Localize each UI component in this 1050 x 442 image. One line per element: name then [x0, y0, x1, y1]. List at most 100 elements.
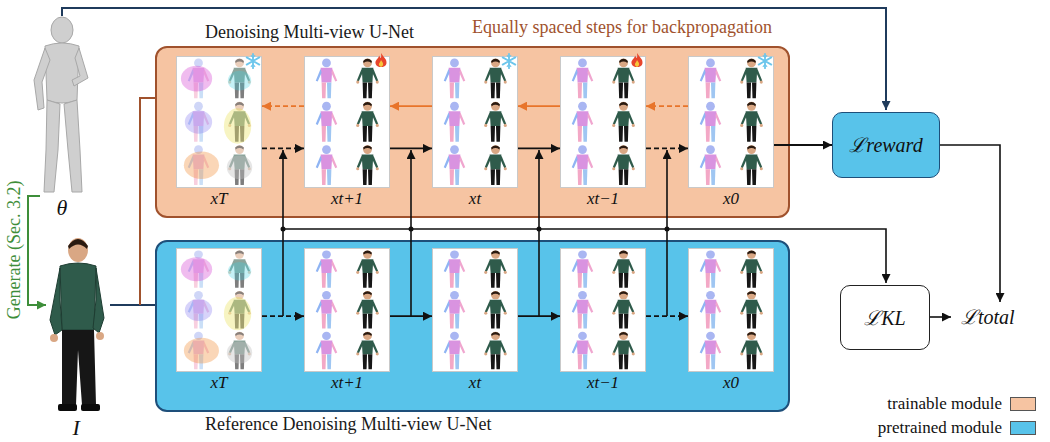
- junction-dot: [281, 227, 286, 232]
- person-pants: [62, 330, 96, 405]
- step-label: xT: [177, 373, 261, 392]
- symbol-label: I: [73, 415, 80, 440]
- person-arm: [50, 268, 62, 335]
- loss-total: ℒtotal: [961, 306, 1015, 328]
- step-image: [433, 249, 517, 371]
- person-arm: [93, 268, 104, 333]
- legend-row: pretrained module: [878, 418, 1036, 438]
- step-label: xt+1: [305, 189, 389, 208]
- total-wire: [930, 316, 951, 318]
- frozen-icon: [247, 54, 260, 68]
- figure-arm: [34, 48, 50, 110]
- denoise-arrow: [646, 315, 688, 317]
- shared-step-wire: [282, 150, 284, 316]
- loss-label: ℒreward: [849, 133, 922, 157]
- legend-text: trainable module: [887, 394, 1002, 414]
- shared-step-wire: [410, 150, 412, 316]
- step-image: [689, 249, 773, 371]
- denoise-arrow: [518, 147, 560, 149]
- legend-swatch: [1010, 421, 1036, 435]
- person-hand: [50, 334, 58, 342]
- denoise-arrow: [390, 147, 432, 149]
- frozen-icon: [503, 54, 516, 68]
- step-label: xt: [433, 373, 517, 392]
- label-holder: I: [73, 416, 80, 440]
- total-wire: [940, 145, 1000, 302]
- backprop-arrow: [646, 105, 688, 107]
- panel-title: Denoising Multi-view U-Net: [205, 22, 414, 42]
- input-wire: [140, 98, 155, 305]
- person-hand: [96, 332, 104, 340]
- step-image: [177, 57, 261, 187]
- legend-text: pretrained module: [878, 418, 1002, 438]
- pose-figure: [34, 17, 88, 192]
- junction-dots: [281, 227, 670, 232]
- junction-dot: [409, 227, 414, 232]
- status-icons: [247, 53, 772, 68]
- panel-title: Reference Denoising Multi-view U-Net: [205, 414, 491, 434]
- shared-step-wire: [538, 150, 540, 316]
- step-image: [305, 249, 389, 371]
- denoise-arrow: [646, 147, 688, 149]
- step-image: [689, 57, 773, 187]
- step-images: [177, 57, 773, 371]
- kl-collect-wire: [283, 229, 886, 283]
- person-shoe: [58, 404, 77, 411]
- denoise-arrow: [262, 147, 304, 149]
- person-head: [68, 238, 88, 262]
- loss-box: ℒreward: [832, 112, 940, 178]
- input-wire: [110, 304, 155, 306]
- figure-head: [51, 17, 73, 43]
- step-label: xt−1: [561, 189, 645, 208]
- backprop-arrow: [390, 105, 432, 107]
- step-image: [433, 57, 517, 187]
- denoise-arrow: [390, 315, 432, 317]
- step-image: [305, 57, 389, 187]
- step-label: x0: [689, 189, 773, 208]
- label-holder: Equally spaced steps for backpropagation: [472, 18, 772, 38]
- step-label: xT: [177, 189, 261, 208]
- step-image: [177, 249, 261, 371]
- step-image: [561, 57, 645, 187]
- kl-wires: [283, 145, 1000, 317]
- label-holder: ℒtotal: [961, 306, 1015, 328]
- step-label: x0: [689, 373, 773, 392]
- step-image: [561, 249, 645, 371]
- trainable-icon: [631, 53, 642, 67]
- wires: [28, 8, 886, 305]
- figure-arm: [72, 48, 88, 86]
- trainable-icon: [375, 53, 386, 67]
- figure-torso: [45, 43, 79, 103]
- annotation: Equally spaced steps for backpropagation: [472, 17, 772, 37]
- backprop-arrow: [262, 105, 304, 107]
- generate-wire: [28, 196, 46, 305]
- person-hair: [68, 239, 88, 249]
- loss-box: ℒKL: [840, 285, 930, 350]
- legend-row: trainable module: [887, 394, 1036, 414]
- person-figure: [50, 238, 104, 411]
- junction-dot: [665, 227, 670, 232]
- frozen-icon: [759, 54, 772, 68]
- denoise-arrow: [518, 315, 560, 317]
- symbol-label: θ: [57, 195, 68, 220]
- loss-label: ℒKL: [864, 306, 905, 330]
- step-label: xt+1: [305, 373, 389, 392]
- legend-swatch: [1010, 397, 1036, 411]
- person-shoe: [81, 404, 100, 411]
- figure-leg: [64, 100, 82, 192]
- label-holder: θ: [57, 196, 68, 220]
- shared-step-wire: [666, 150, 668, 316]
- denoise-arrow: [262, 315, 304, 317]
- connectors: [262, 106, 832, 316]
- denoise-arrow: [774, 144, 832, 146]
- figure-leg: [44, 100, 60, 192]
- backprop-arrow: [518, 105, 560, 107]
- step-annotation: Generate (Sec. 3.2): [3, 180, 23, 319]
- step-label: xt−1: [561, 373, 645, 392]
- junction-dot: [537, 227, 542, 232]
- label-holder: Generate (Sec. 3.2): [4, 180, 24, 319]
